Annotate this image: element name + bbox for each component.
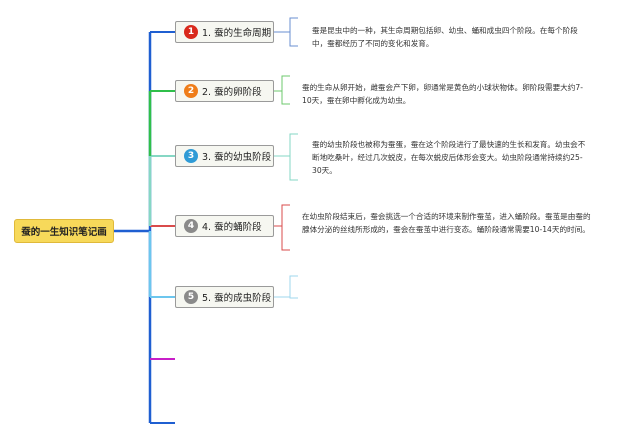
branch-node-egg-stage[interactable]: 2 2. 蚕的卵阶段	[175, 80, 274, 102]
branch-node-adult-stage[interactable]: 5 5. 蚕的成虫阶段	[175, 286, 274, 308]
bracket-line	[281, 75, 290, 105]
number-badge-5: 5	[184, 290, 198, 304]
bracket-line	[289, 275, 298, 299]
branch-description: 蚕的生命从卵开始，雌蚕会产下卵，卵通常是黄色的小球状物体。卵阶段需要大约7-10…	[302, 83, 583, 105]
number-badge-4: 4	[184, 219, 198, 233]
branch-node-pupa-stage[interactable]: 4 4. 蚕的蛹阶段	[175, 215, 274, 237]
branch-title: 4. 蚕的蛹阶段	[202, 222, 262, 233]
branch-title: 2. 蚕的卵阶段	[202, 87, 262, 98]
branch-description: 蚕是昆虫中的一种，其生命周期包括卵、幼虫、蛹和成虫四个阶段。在每个阶段中，蚕都经…	[312, 26, 578, 48]
branch-description: 在幼虫阶段结束后，蚕会挑选一个合适的环境来制作蚕茧，进入蛹阶段。蚕茧是由蚕的腺体…	[302, 212, 591, 234]
branch-title: 5. 蚕的成虫阶段	[202, 293, 272, 304]
root-label: 蚕的一生知识笔记画	[21, 227, 107, 238]
root-node[interactable]: 蚕的一生知识笔记画	[14, 219, 114, 243]
number-badge-1: 1	[184, 25, 198, 39]
branch-description: 蚕的幼虫阶段也被称为蚕蛋，蚕在这个阶段进行了最快速的生长和发育。幼虫会不断地吃桑…	[312, 140, 586, 175]
branch-node-life-cycle[interactable]: 1 1. 蚕的生命周期	[175, 21, 274, 43]
branch-title: 3. 蚕的幼虫阶段	[202, 152, 272, 163]
bracket-line	[289, 17, 298, 47]
number-badge-2: 2	[184, 84, 198, 98]
branch-title: 1. 蚕的生命周期	[202, 28, 272, 39]
bracket-line	[281, 204, 290, 251]
branch-node-larva-stage[interactable]: 3 3. 蚕的幼虫阶段	[175, 145, 274, 167]
number-badge-3: 3	[184, 149, 198, 163]
bracket-line	[289, 133, 298, 181]
